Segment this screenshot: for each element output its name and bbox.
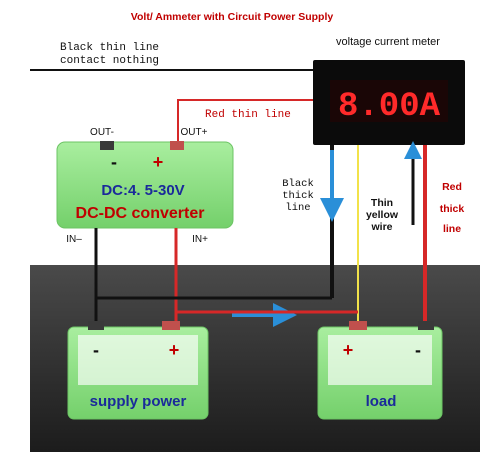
- converter-spec: DC:4. 5-30V: [101, 182, 184, 199]
- red-thick-line-label-3: line: [443, 223, 461, 235]
- supply-label: supply power: [90, 393, 187, 410]
- converter-minus-symbol: -: [111, 152, 117, 172]
- load-plus-symbol: +: [343, 340, 354, 360]
- converter-out-plus-terminal: [170, 141, 184, 150]
- load-minus-symbol: -: [415, 340, 421, 360]
- converter-out-minus-label: OUT-: [90, 127, 114, 138]
- thin-yellow-wire-label-1: Thin: [371, 197, 393, 209]
- red-thick-line-label-2: thick: [440, 203, 465, 215]
- load-battery-inner: [328, 335, 432, 385]
- converter-out-minus-terminal: [100, 141, 114, 150]
- red-thin-line-label: Red thin line: [205, 109, 291, 121]
- black-thin-line-label-1: Black thin line: [60, 42, 159, 54]
- load-label: load: [366, 393, 397, 410]
- diagram-title: Volt/ Ammeter with Circuit Power Supply: [131, 11, 334, 23]
- black-thick-line-label-1: Black: [282, 178, 314, 190]
- converter-out-plus-label: OUT+: [181, 127, 208, 138]
- meter-display: 8.00A: [338, 88, 441, 126]
- supply-plus-symbol: +: [169, 340, 180, 360]
- meter-caption: voltage current meter: [336, 36, 440, 48]
- red-thick-line-label-1: Red: [442, 181, 462, 193]
- converter-in-plus-label: IN+: [192, 234, 208, 245]
- black-thick-line-label-2: thick: [282, 190, 314, 202]
- meter-screen: [330, 80, 448, 122]
- converter-box: [56, 141, 234, 229]
- supply-plus-terminal: [162, 321, 180, 330]
- thin-yellow-wire-label-3: wire: [370, 221, 392, 233]
- thin-yellow-wire-label-2: yellow: [366, 209, 399, 221]
- converter-plus-symbol: +: [153, 152, 164, 172]
- converter-in-minus-label: IN–: [66, 234, 82, 245]
- supply-minus-symbol: -: [93, 340, 99, 360]
- red-thin-wire: [177, 99, 316, 148]
- load-minus-terminal: [418, 321, 434, 330]
- black-thick-line-label-3: line: [285, 202, 310, 214]
- converter-name: DC-DC converter: [76, 205, 205, 222]
- supply-battery-inner: [78, 335, 198, 385]
- supply-minus-terminal: [88, 321, 104, 330]
- load-plus-terminal: [349, 321, 367, 330]
- black-thin-line-label-2: contact nothing: [60, 55, 159, 67]
